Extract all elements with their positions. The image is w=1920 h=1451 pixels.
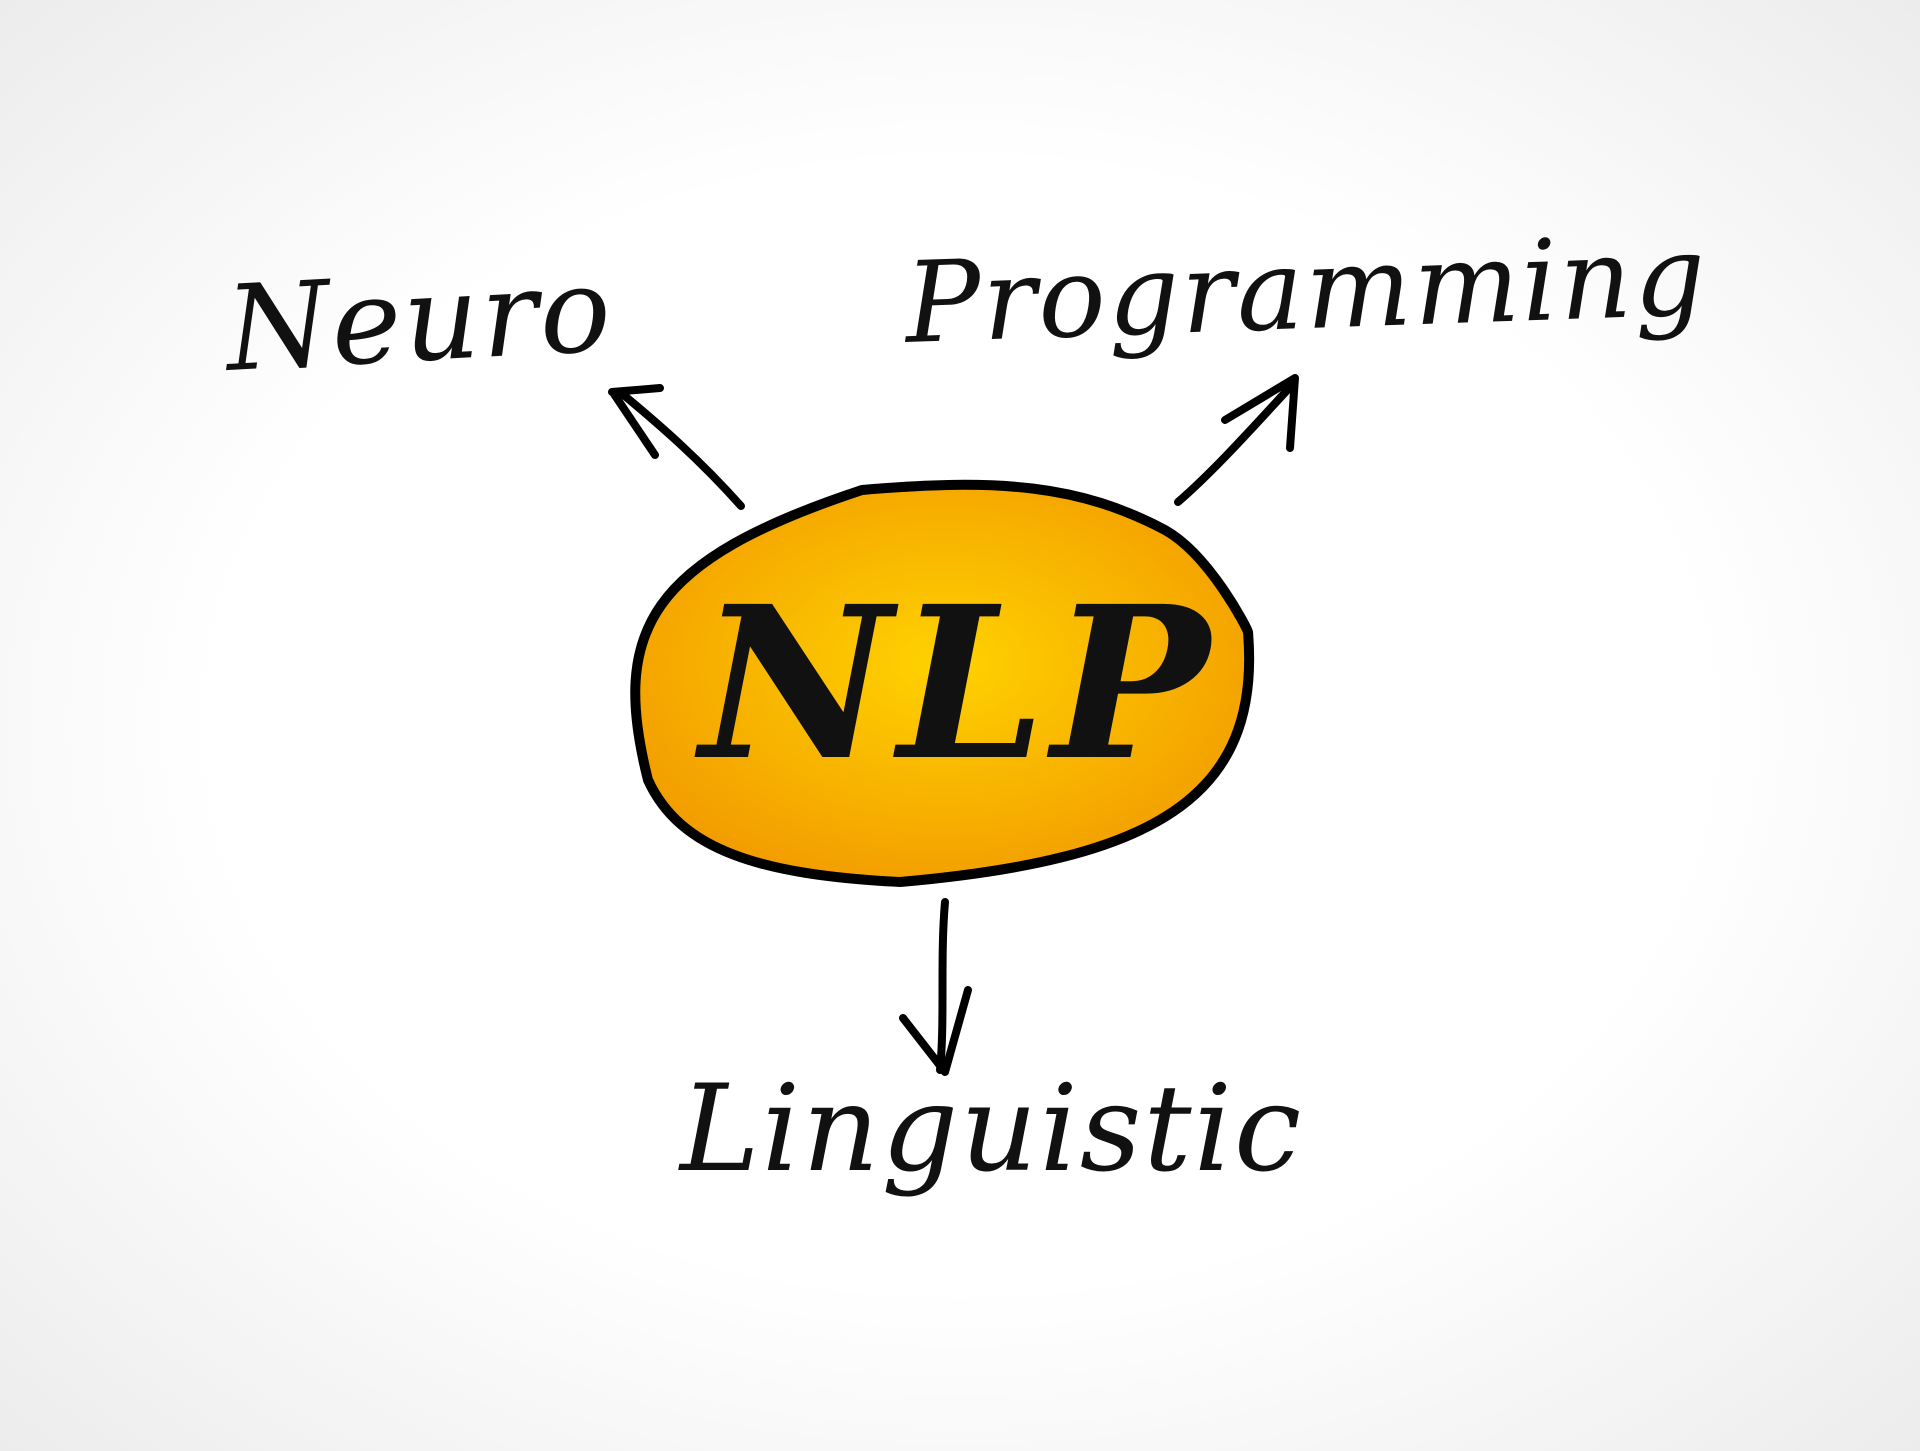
nlp-blob <box>630 479 1255 887</box>
branch-label-neuro: Neuro <box>222 239 616 399</box>
arrow-to-neuro <box>616 388 745 510</box>
center-label-nlp: NLP <box>700 560 1216 807</box>
arrow-to-neuro-head <box>608 384 664 459</box>
arrow-to-programming <box>1174 381 1296 506</box>
arrow-to-programming-head <box>1221 374 1299 452</box>
branch-label-linguistic: Linguistic <box>680 1060 1304 1199</box>
arrow-to-linguistic <box>936 898 949 1074</box>
arrow-to-linguistic-head <box>899 986 972 1076</box>
